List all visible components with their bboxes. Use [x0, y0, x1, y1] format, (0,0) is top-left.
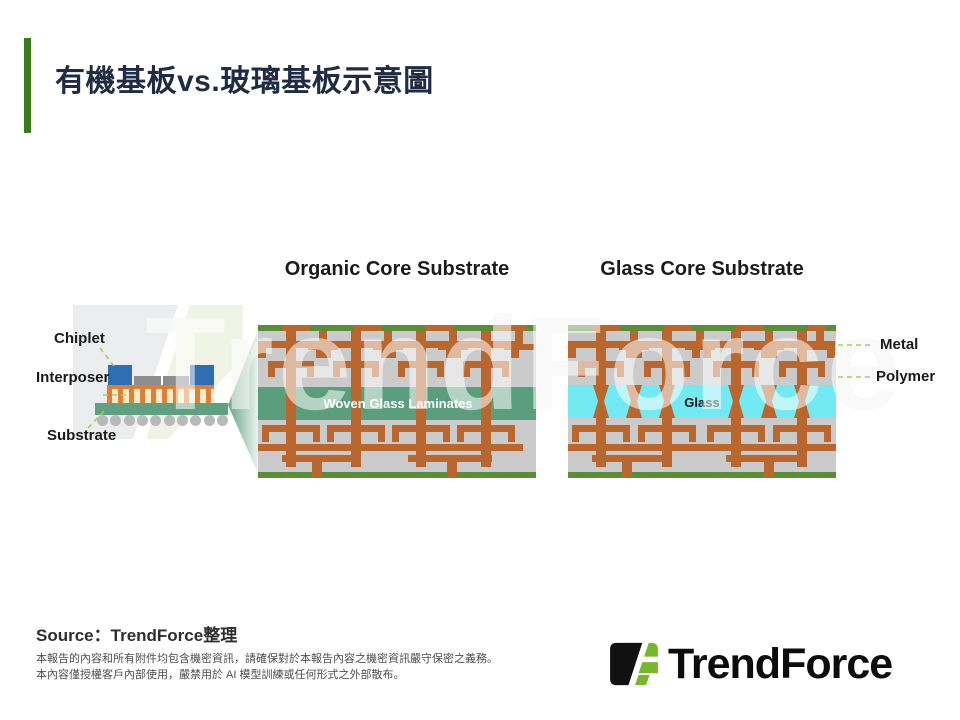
- zoom-cone: [228, 325, 260, 478]
- substrate-bar: [95, 403, 228, 415]
- source-line: Source：TrendForce整理: [36, 626, 238, 645]
- trendforce-logo-mark: [610, 642, 658, 686]
- metal-callout-label: Metal: [880, 336, 919, 353]
- organic-heading: Organic Core Substrate: [284, 258, 510, 280]
- trendforce-logo: TrendForce: [608, 640, 893, 688]
- page-title: 有機基板vs.玻璃基板示意圖: [55, 65, 434, 98]
- interposer-bar: [107, 385, 214, 403]
- disclaimer-line-2: 本內容僅授權客戶內部使用，嚴禁用於 AI 模型訓練或任何形式之外部散布。: [36, 669, 405, 681]
- substrate-label: Substrate: [47, 427, 117, 444]
- disclaimer-line-1: 本報告的內容和所有附件均包含機密資訊，請確保對於本報告內容之機密資訊嚴守保密之義…: [36, 653, 498, 665]
- organic-substrate-diagram: Woven Glass Laminates: [258, 325, 536, 478]
- interposer-label: Interposer: [36, 369, 110, 386]
- glass-substrate-diagram: Glass: [568, 325, 836, 478]
- die-left: [134, 376, 161, 385]
- title-accent-bar: [24, 38, 31, 133]
- glass-heading: Glass Core Substrate: [600, 258, 804, 280]
- organic-core-label: Woven Glass Laminates: [323, 396, 472, 411]
- polymer-callout-label: Polymer: [876, 368, 936, 385]
- solder-balls: [97, 415, 228, 427]
- chiplet-left: [108, 365, 132, 385]
- trendforce-logo-text: TrendForce: [668, 640, 893, 688]
- glass-core-label: Glass: [684, 395, 719, 410]
- chiplet-label: Chiplet: [54, 330, 105, 347]
- chiplet-right: [190, 365, 214, 385]
- die-right: [163, 376, 189, 385]
